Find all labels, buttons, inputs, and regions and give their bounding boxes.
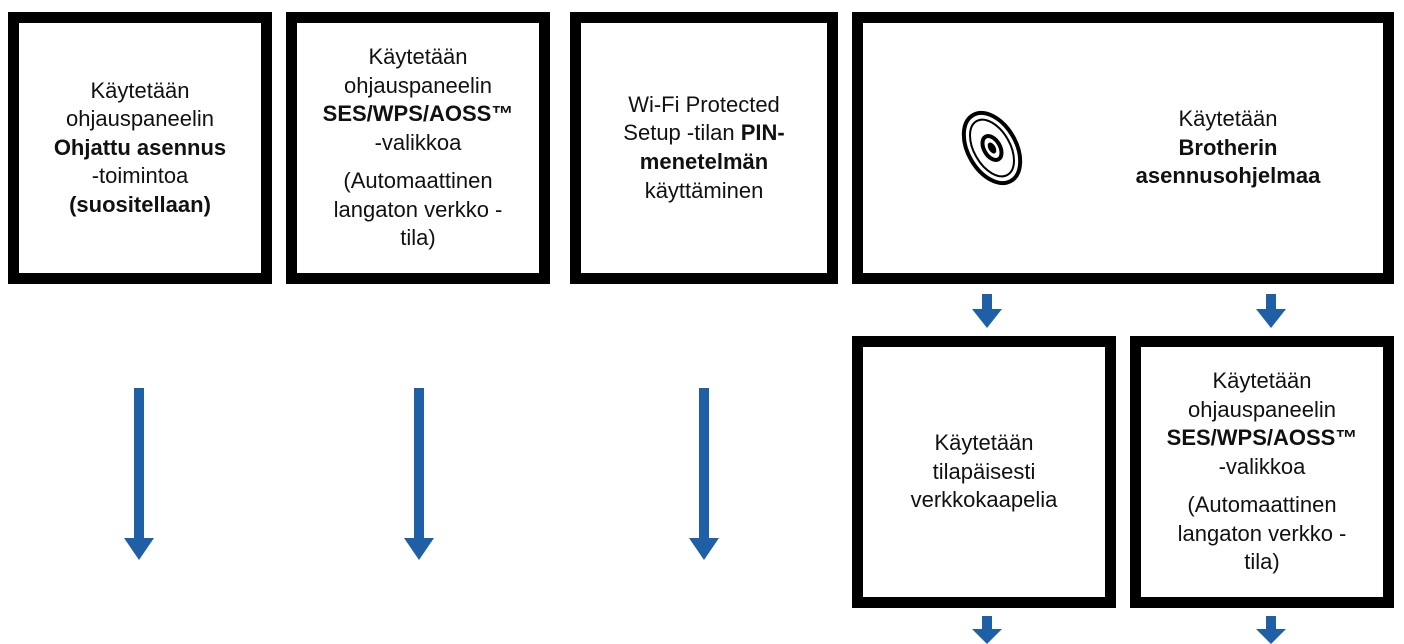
down-arrow-3 [689, 388, 719, 560]
down-arrow-4 [972, 294, 1002, 328]
down-arrow-6 [972, 616, 1002, 644]
box2-line5: (Automaattinen [343, 168, 493, 194]
installer-text: Käytetään Brotherin asennusohjelmaa [1103, 23, 1353, 273]
box6-line5: (Automaattinen [1187, 492, 1337, 518]
box6-line3: SES/WPS/AOSS™ [1166, 425, 1358, 451]
box6-line1: Käytetään [1212, 367, 1312, 393]
box3-line4: käyttäminen [644, 177, 764, 203]
box5-line2: tilapäisesti [932, 458, 1036, 484]
box1-line1: Käytetään [90, 77, 190, 103]
box3-line1: Wi-Fi Protected [628, 91, 780, 117]
box4-line3: asennusohjelmaa [1135, 163, 1321, 189]
box5-line1: Käytetään [934, 430, 1034, 456]
option-temporary-cable-box: Käytetään tilapäisesti verkkokaapelia [852, 336, 1116, 608]
cd-disc-icon [961, 110, 1023, 186]
down-arrow-1 [124, 388, 154, 560]
box6-line4: -valikkoa [1218, 453, 1306, 479]
option-installer-ses-wps-aoss-box: Käytetään ohjauspaneelin SES/WPS/AOSS™ -… [1130, 336, 1394, 608]
option-setup-wizard-box: Käytetään ohjauspaneelin Ohjattu asennus… [8, 12, 272, 284]
option-installer-box: Käytetään Brotherin asennusohjelmaa [852, 12, 1394, 284]
box6-line2: ohjauspaneelin [1187, 396, 1337, 422]
box1-line2: ohjauspaneelin [65, 106, 215, 132]
option-ses-wps-aoss-box: Käytetään ohjauspaneelin SES/WPS/AOSS™ -… [286, 12, 550, 284]
down-arrow-5 [1256, 294, 1286, 328]
box6-line6: langaton verkko - [1177, 520, 1347, 546]
box3-line2a: Setup -tilan [623, 120, 741, 146]
box5-line3: verkkokaapelia [910, 487, 1058, 513]
box4-line1: Käytetään [1178, 106, 1278, 132]
box3-line2: Setup -tilan PIN- [623, 119, 784, 148]
down-arrow-7 [1256, 616, 1286, 644]
box3-line2b: PIN- [740, 120, 785, 146]
box2-line4: -valikkoa [374, 129, 462, 155]
box2-line3: SES/WPS/AOSS™ [322, 101, 514, 127]
box2-line6: langaton verkko - [333, 196, 503, 222]
box2-line1: Käytetään [368, 43, 468, 69]
box2-line2: ohjauspaneelin [343, 72, 493, 98]
box6-line7: tila) [1244, 549, 1280, 575]
box4-line2: Brotherin [1178, 134, 1278, 160]
box1-line4: -toimintoa [91, 163, 189, 189]
box1-line5: (suositellaan) [69, 191, 211, 217]
option-wps-pin-box: Wi-Fi Protected Setup -tilan PIN- menete… [570, 12, 838, 284]
down-arrow-2 [404, 388, 434, 560]
box2-line7: tila) [400, 225, 436, 251]
box3-line3: menetelmän [639, 149, 769, 174]
box1-line3: Ohjattu asennus [53, 134, 227, 160]
